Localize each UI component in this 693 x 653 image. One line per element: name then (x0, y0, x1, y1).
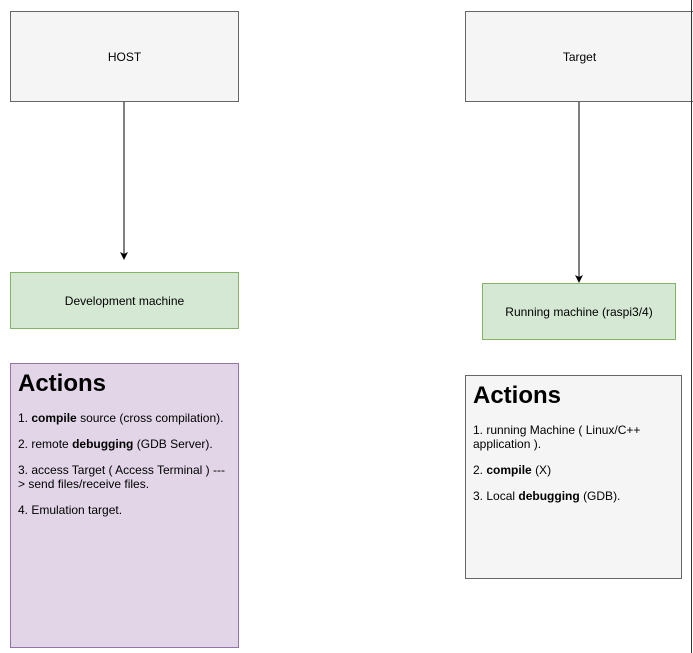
target-action-item: 1. running Machine ( Linux/C++ applicati… (473, 423, 641, 451)
host-actions-panel[interactable]: Actions 1. compile source (cross compila… (10, 363, 239, 648)
host-action-item: 4. Emulation target. (18, 503, 123, 517)
target-action-item: 3. Local debugging (GDB). (473, 489, 621, 503)
target-action-item: 2. compile (X) (473, 463, 552, 477)
running-machine-box[interactable]: Running machine (raspi3/4) (482, 283, 676, 340)
host-action-item: 3. access Target ( Access Terminal ) ---… (18, 463, 225, 491)
development-machine-box[interactable]: Development machine (10, 272, 239, 329)
development-machine-label: Development machine (64, 293, 185, 308)
host-action-item: 1. compile source (cross compilation). (18, 411, 224, 425)
running-machine-label: Running machine (raspi3/4) (505, 304, 653, 319)
target-title: Target (562, 49, 597, 64)
host-actions-heading: Actions (18, 370, 107, 397)
host-box[interactable]: HOST (10, 11, 239, 102)
target-actions-heading: Actions (473, 382, 562, 409)
host-title: HOST (107, 49, 142, 64)
host-action-item: 2. remote debugging (GDB Server). (18, 437, 213, 451)
canvas-right-edge (691, 0, 692, 653)
target-box[interactable]: Target (465, 11, 693, 102)
target-actions-panel[interactable]: Actions 1. running Machine ( Linux/C++ a… (465, 375, 682, 579)
